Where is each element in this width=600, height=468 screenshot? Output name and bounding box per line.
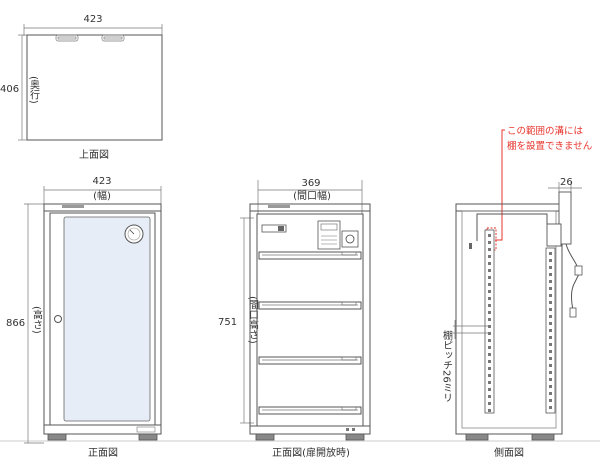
- shelves: [258, 251, 362, 415]
- rail-slot: [488, 283, 491, 286]
- top-caption: 上面図: [79, 149, 109, 161]
- rail-slot: [488, 346, 491, 349]
- rail-slot: [549, 294, 552, 297]
- rail-slot: [488, 360, 491, 363]
- rail-slots: [488, 234, 552, 412]
- open-body: [249, 203, 371, 435]
- rail-slot: [488, 402, 491, 405]
- rail-slot: [549, 329, 552, 332]
- open-caption: 正面図(扉開放時): [272, 446, 350, 459]
- rail-slot: [488, 339, 491, 342]
- rail-slot: [549, 322, 552, 325]
- top-view: 423 406 (奥行) 上面図: [0, 14, 163, 161]
- open-height-label: 751: [218, 317, 237, 328]
- clearance-label: 26: [560, 177, 573, 188]
- rail-slot: [488, 304, 491, 307]
- rail-slot: [549, 392, 552, 395]
- front-caption: 正面図: [88, 447, 118, 459]
- front-width-label: 423: [92, 176, 111, 187]
- rail-slot: [488, 311, 491, 314]
- rail-slot: [488, 297, 491, 300]
- rail-slot: [549, 357, 552, 360]
- front-body: [43, 203, 162, 435]
- dehumidifier-unit-icon: [317, 220, 341, 250]
- lock-icon: [54, 315, 62, 323]
- rail-slot: [549, 280, 552, 283]
- open-width-caption: (間口幅): [293, 189, 331, 202]
- side-body: [455, 203, 563, 435]
- side-caption: 側面図: [494, 446, 524, 459]
- rail-slot: [488, 374, 491, 377]
- top-width-label: 423: [83, 14, 102, 25]
- note-line-1: この範囲の溝には: [507, 125, 584, 137]
- top-outline: [26, 34, 163, 141]
- rail-slot: [549, 385, 552, 388]
- rail-slot: [549, 259, 552, 262]
- rail-slot: [488, 395, 491, 398]
- rail-slot: [549, 364, 552, 367]
- rear-unit-icon: [546, 223, 562, 247]
- front-width-caption: (幅): [93, 189, 111, 202]
- rail-slot: [549, 287, 552, 290]
- rail-slot: [549, 252, 552, 255]
- rail-slot: [549, 301, 552, 304]
- top-depth-caption: (奥行): [28, 76, 40, 104]
- rail-slot: [488, 241, 491, 244]
- rail-slot: [488, 353, 491, 356]
- rail-slot: [549, 406, 552, 409]
- rail-slot: [488, 290, 491, 293]
- rail-slot: [549, 371, 552, 374]
- rail-slot: [549, 266, 552, 269]
- rail-slot: [549, 343, 552, 346]
- rail-slot: [549, 336, 552, 339]
- rail-slot: [488, 248, 491, 251]
- rail-slot: [488, 409, 491, 412]
- rail-slot: [549, 315, 552, 318]
- left-rail: [484, 229, 495, 414]
- note-leader: [495, 129, 505, 241]
- rail-slot: [549, 378, 552, 381]
- rail-slot: [488, 325, 491, 328]
- open-front-view: 369 (間口幅) 751 (間口高さ): [218, 178, 371, 459]
- rail-slot: [549, 350, 552, 353]
- rail-slot: [488, 255, 491, 258]
- front-height-caption: (高さ): [31, 306, 43, 334]
- rail-slot: [488, 262, 491, 265]
- front-view: 423 (幅) 866 (高さ) 正面図: [6, 176, 162, 459]
- rail-slot: [488, 381, 491, 384]
- rail-slot: [488, 388, 491, 391]
- rail-slot: [488, 234, 491, 237]
- rail-slot: [488, 269, 491, 272]
- rail-slot: [549, 308, 552, 311]
- rail-slot: [549, 399, 552, 402]
- open-width-label: 369: [301, 178, 320, 189]
- front-height-label: 866: [6, 318, 25, 329]
- rail-slot: [488, 276, 491, 279]
- note-line-2: 棚を設置できません: [507, 140, 592, 152]
- rail-slot: [549, 273, 552, 276]
- rail-slot: [488, 318, 491, 321]
- pitch-label: 棚ピッチ26ミリ: [441, 329, 453, 403]
- dial-icon: [345, 234, 355, 244]
- side-view: この範囲の溝には 棚を設置できません 26 棚ピッ: [441, 125, 593, 459]
- rail-slot: [488, 332, 491, 335]
- power-cable: [565, 243, 580, 311]
- top-depth-label: 406: [0, 84, 19, 95]
- rail-slot: [488, 367, 491, 370]
